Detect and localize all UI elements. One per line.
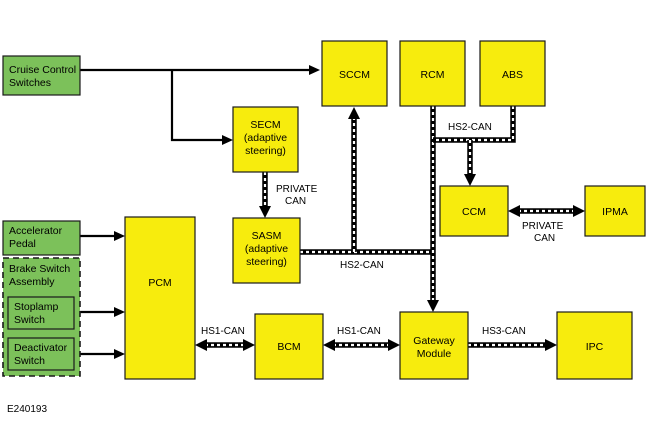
hs1-can-label-1: HS1-CAN <box>201 326 245 337</box>
module-sasm: SASM (adaptive steering) <box>232 217 301 284</box>
cruise-label-line2: Switches <box>9 77 51 89</box>
stoplamp-switch <box>7 296 75 330</box>
hs2-can-top-label: HS2-CAN <box>448 122 492 133</box>
deactivator-switch <box>7 337 75 371</box>
module-ipc: IPC <box>556 311 633 380</box>
private-can-label-2-line2: CAN <box>534 233 555 244</box>
arrowhead-gateway-left <box>388 339 400 351</box>
module-secm: SECM (adaptive steering) <box>232 106 299 173</box>
private-can-label-2-line1: PRIVATE <box>522 221 564 232</box>
deactivator-label-line1: Deactivator <box>14 342 68 354</box>
cruise-control-switches: Cruise Control Switches <box>2 55 81 96</box>
arrowhead-gateway <box>427 300 439 312</box>
bus-abs-to-ccm <box>433 106 516 143</box>
accelerator-pedal: Accelerator Pedal <box>2 220 81 256</box>
pcm-label: PCM <box>148 277 171 289</box>
bcm-label: BCM <box>277 341 300 353</box>
sasm-label-line2: (adaptive <box>245 243 288 255</box>
arrowhead-secm <box>222 135 233 145</box>
module-pcm: PCM <box>124 216 196 380</box>
hs2-can-mid-label: HS2-CAN <box>340 260 384 271</box>
arrowhead-sccm <box>309 65 320 75</box>
arrowhead-bcm-left <box>243 339 255 351</box>
cruise-label-line1: Cruise Control <box>9 64 76 76</box>
bus-labels: PRIVATE CAN HS2-CAN HS2-CAN PRIVATE CAN … <box>201 122 564 337</box>
hs3-can-label: HS3-CAN <box>482 326 526 337</box>
can-buses <box>195 106 585 351</box>
hs1-can-label-2: HS1-CAN <box>337 326 381 337</box>
arrowhead-pcm-stoplamp <box>114 307 125 317</box>
sasm-label-line1: SASM <box>252 230 282 242</box>
brake-assembly-label-line1: Brake Switch <box>9 263 70 275</box>
sccm-label: SCCM <box>339 69 370 81</box>
brake-assembly-label-line2: Assembly <box>9 276 55 288</box>
modules: SCCM RCM ABS SECM (adaptive steering) SA… <box>124 40 646 380</box>
accelerator-label-line2: Pedal <box>9 238 36 250</box>
abs-label: ABS <box>502 69 523 81</box>
arrowhead-sasm <box>259 206 271 218</box>
secm-label-line1: SECM <box>250 119 280 131</box>
private-can-label-1-line1: PRIVATE <box>276 184 318 195</box>
module-abs: ABS <box>479 40 546 107</box>
figure-id: E240193 <box>7 404 48 415</box>
deactivator-label-line2: Switch <box>14 355 45 367</box>
arrowhead-ccm-left <box>508 205 520 217</box>
ccm-label: CCM <box>462 206 486 218</box>
secm-label-line3: steering) <box>245 145 286 157</box>
arrowhead-ipma <box>573 205 585 217</box>
module-sccm: SCCM <box>321 40 388 107</box>
stoplamp-label-line2: Switch <box>14 314 45 326</box>
gateway-label-line1: Gateway <box>413 335 455 347</box>
private-can-label-1-line2: CAN <box>285 196 306 207</box>
ipma-label: IPMA <box>602 206 628 218</box>
accelerator-label-line1: Accelerator <box>9 225 63 237</box>
module-ccm: CCM <box>439 185 509 237</box>
rcm-label: RCM <box>421 69 445 81</box>
arrowhead-pcm-accel <box>114 231 125 241</box>
secm-label-line2: (adaptive <box>244 132 287 144</box>
arrowhead-sccm-up <box>348 107 360 119</box>
wire-cruise-to-secm <box>170 70 224 142</box>
gateway-label-line2: Module <box>417 348 452 360</box>
stoplamp-label-line1: Stoplamp <box>14 301 59 313</box>
module-bcm: BCM <box>254 313 324 380</box>
hardwired-connections <box>74 65 320 359</box>
input-devices: Cruise Control Switches Accelerator Peda… <box>2 55 81 377</box>
arrowhead-pcm-deactivator <box>114 349 125 359</box>
arrowhead-pcm-right <box>195 339 207 351</box>
arrowhead-bcm-right <box>323 339 335 351</box>
sasm-label-line3: steering) <box>246 256 287 268</box>
module-gateway: Gateway Module <box>399 311 469 380</box>
module-ipma: IPMA <box>584 185 646 237</box>
brake-switch-assembly: Brake Switch Assembly Stoplamp Switch De… <box>2 257 81 377</box>
ipc-label: IPC <box>586 341 604 353</box>
module-rcm: RCM <box>399 40 466 107</box>
arrowhead-ccm <box>464 174 476 186</box>
arrowhead-ipc <box>545 339 557 351</box>
